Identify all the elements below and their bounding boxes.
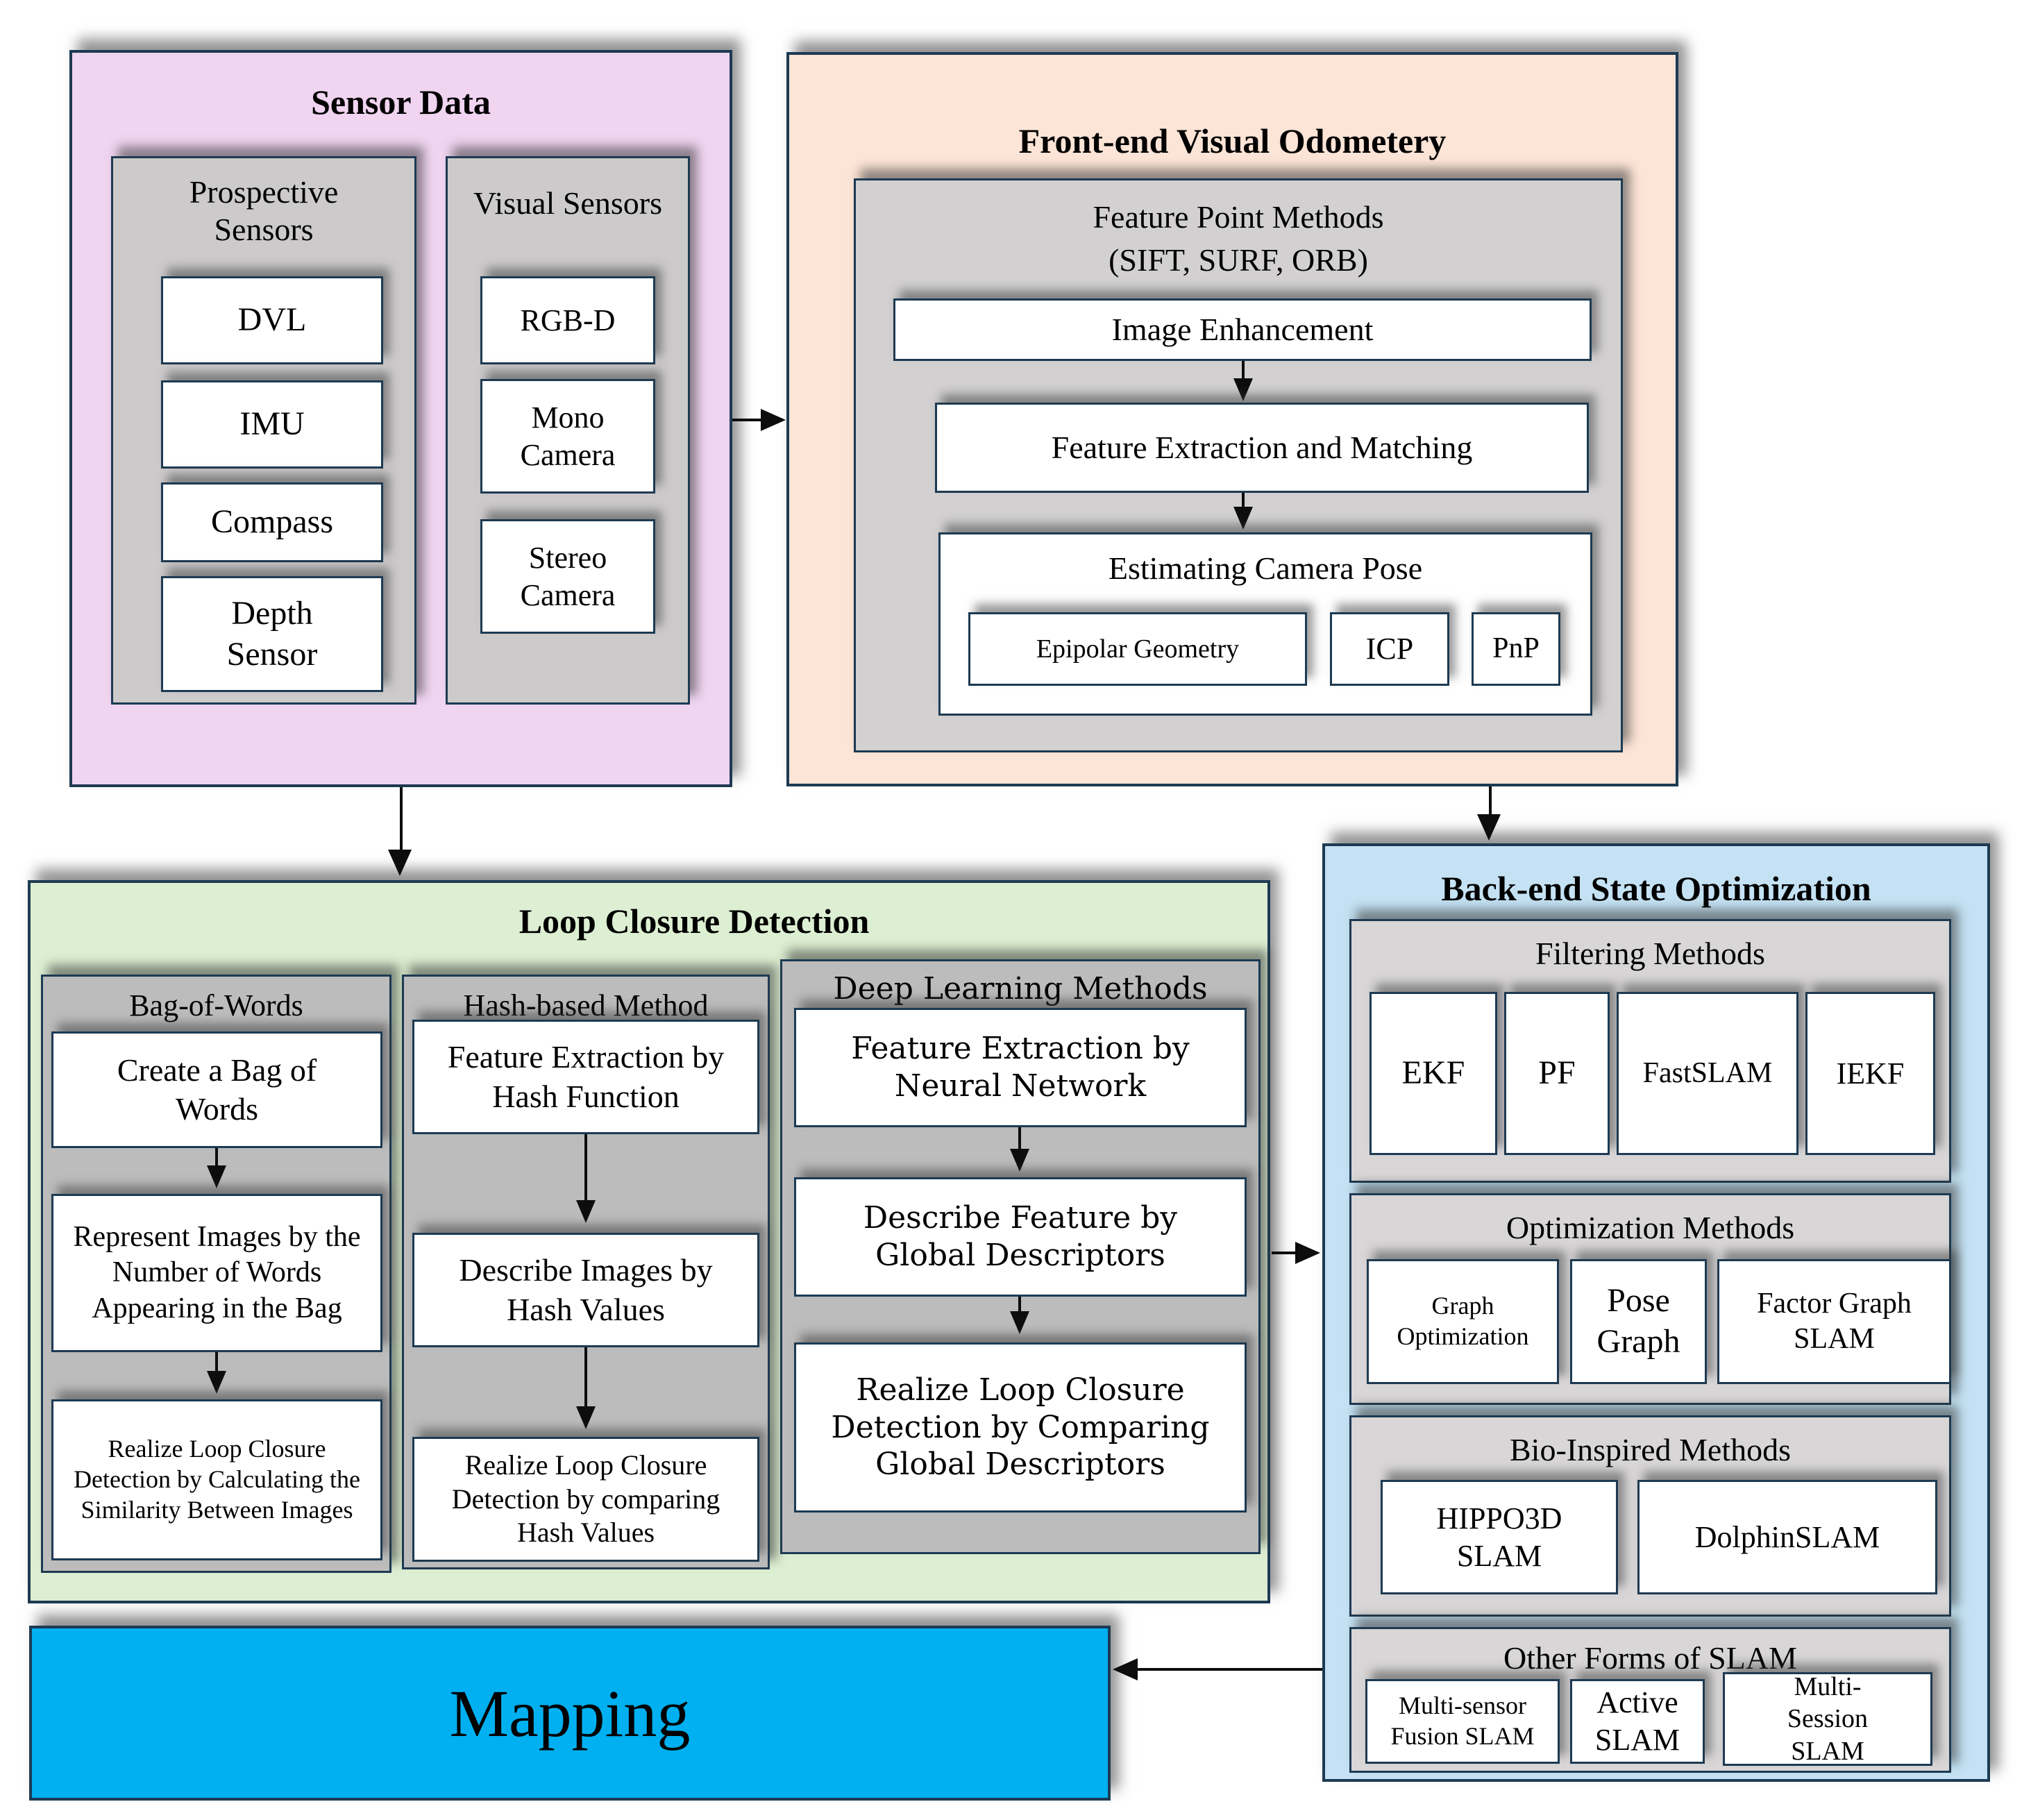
front-end-title: Front-end Visual Odometery [1018,121,1447,160]
deep-step-2: Describe Feature by Global Descriptors [794,1177,1247,1297]
arrow-frontend-to-backend-head [1477,814,1501,841]
filter-iekf-box: IEKF [1805,992,1935,1155]
feature-extraction-matching-box: Feature Extraction and Matching [935,403,1589,493]
loop-closure-block: Loop Closure Detection Bag-of-Words Crea… [28,880,1270,1603]
bag-arrow1-head [207,1165,226,1188]
arrow-sensor-to-frontend-stem [732,419,764,421]
bag-step-3: Realize Loop Closure Detection by Calcul… [51,1399,382,1560]
sensor-item-compass: Compass [161,482,383,562]
hash-step-3: Realize Loop Closure Detection by compar… [412,1437,759,1562]
arrow-sensor-to-loop-head [388,850,412,876]
other-multisession-slam-box: Multi-Session SLAM [1723,1672,1932,1766]
deep-learning-title: Deep Learning Methods [833,971,1208,1006]
deep-arrow2-stem [1018,1297,1021,1315]
feature-point-methods-title: Feature Point Methods [1093,199,1384,235]
other-active-slam-box: Active SLAM [1570,1679,1705,1764]
visual-sensors-title: Visual Sensors [473,185,662,221]
sensor-item-mono-camera: Mono Camera [480,379,655,494]
arrow-sensor-to-frontend-head [761,409,786,431]
loop-closure-title: Loop Closure Detection [519,902,870,941]
bag-arrow2-head [207,1371,226,1394]
filter-ekf-box: EKF [1370,992,1497,1155]
sensor-item-stereo-camera: Stereo Camera [480,519,655,634]
sensor-item-rgbd: RGB-D [480,276,655,364]
deep-arrow2-head [1010,1311,1029,1334]
front-end-arrow2-stem [1242,493,1245,511]
hash-step-1: Feature Extraction by Hash Function [412,1020,759,1134]
prospective-sensors-title: Prospective Sensors [189,174,339,248]
estimating-camera-pose-title: Estimating Camera Pose [1108,550,1423,586]
deep-arrow1-head [1010,1149,1029,1172]
feature-point-methods-subtitle: (SIFT, SURF, ORB) [1109,242,1368,278]
other-multisensor-fusion-box: Multi-sensor Fusion SLAM [1365,1679,1560,1764]
hash-arrow1-head [576,1200,596,1223]
front-end-arrow1-head [1233,378,1253,401]
icp-box: ICP [1330,612,1449,686]
sensor-item-imu: IMU [161,380,383,469]
bag-of-words-title: Bag-of-Words [129,988,303,1022]
hash-arrow2-head [576,1406,596,1429]
filtering-methods-title: Filtering Methods [1535,936,1765,971]
hash-arrow2-stem [584,1347,587,1410]
deep-step-3: Realize Loop Closure Detection by Compar… [794,1342,1247,1513]
other-forms-title: Other Forms of SLAM [1503,1640,1797,1676]
front-end-arrow2-head [1233,507,1253,530]
bag-step-1: Create a Bag of Words [51,1031,382,1148]
hash-method-title: Hash-based Method [463,988,709,1022]
sensor-data-title: Sensor Data [311,83,491,121]
mapping-title: Mapping [449,1676,691,1751]
epipolar-geometry-box: Epipolar Geometry [968,612,1307,686]
opt-graph-optimization-box: Graph Optimization [1367,1259,1559,1384]
arrow-backend-to-mapping-head [1113,1658,1138,1680]
arrow-loop-to-backend-head [1295,1242,1320,1264]
pnp-box: PnP [1472,612,1560,686]
image-enhancement-box: Image Enhancement [893,298,1592,361]
arrow-backend-to-mapping-stem [1136,1668,1322,1671]
arrow-loop-to-backend-stem [1272,1252,1298,1254]
sensor-item-dvl: DVL [161,276,383,364]
bio-hippo3d-slam-box: HIPPO3D SLAM [1381,1480,1618,1594]
front-end-block: Front-end Visual Odometery Feature Point… [786,52,1678,786]
sensor-item-depth-sensor: Depth Sensor [161,576,383,692]
deep-arrow1-stem [1018,1127,1021,1152]
bio-dolphinslam-box: DolphinSLAM [1637,1480,1937,1594]
optimization-methods-title: Optimization Methods [1506,1210,1795,1245]
arrow-sensor-to-loop-stem [400,787,403,851]
opt-factor-graph-slam-box: Factor Graph SLAM [1717,1259,1951,1384]
deep-step-1: Feature Extraction by Neural Network [794,1008,1247,1127]
back-end-title: Back-end State Optimization [1441,869,1871,908]
bag-arrow2-stem [215,1352,218,1374]
bag-arrow1-stem [215,1148,218,1169]
opt-pose-graph-box: Pose Graph [1570,1259,1707,1384]
filter-pf-box: PF [1504,992,1610,1155]
arrow-frontend-to-backend-stem [1489,786,1492,816]
back-end-block: Back-end State Optimization Filtering Me… [1322,843,1990,1782]
bag-step-2: Represent Images by the Number of Words … [51,1194,382,1352]
bio-inspired-methods-title: Bio-Inspired Methods [1509,1432,1791,1467]
hash-step-2: Describe Images by Hash Values [412,1233,759,1347]
sensor-data-block: Sensor Data Prospective Sensors DVL IMU … [69,50,732,787]
front-end-arrow1-stem [1242,361,1245,382]
mapping-block: Mapping [29,1626,1111,1801]
filter-fastslam-box: FastSLAM [1617,992,1798,1155]
hash-arrow1-stem [584,1134,587,1204]
